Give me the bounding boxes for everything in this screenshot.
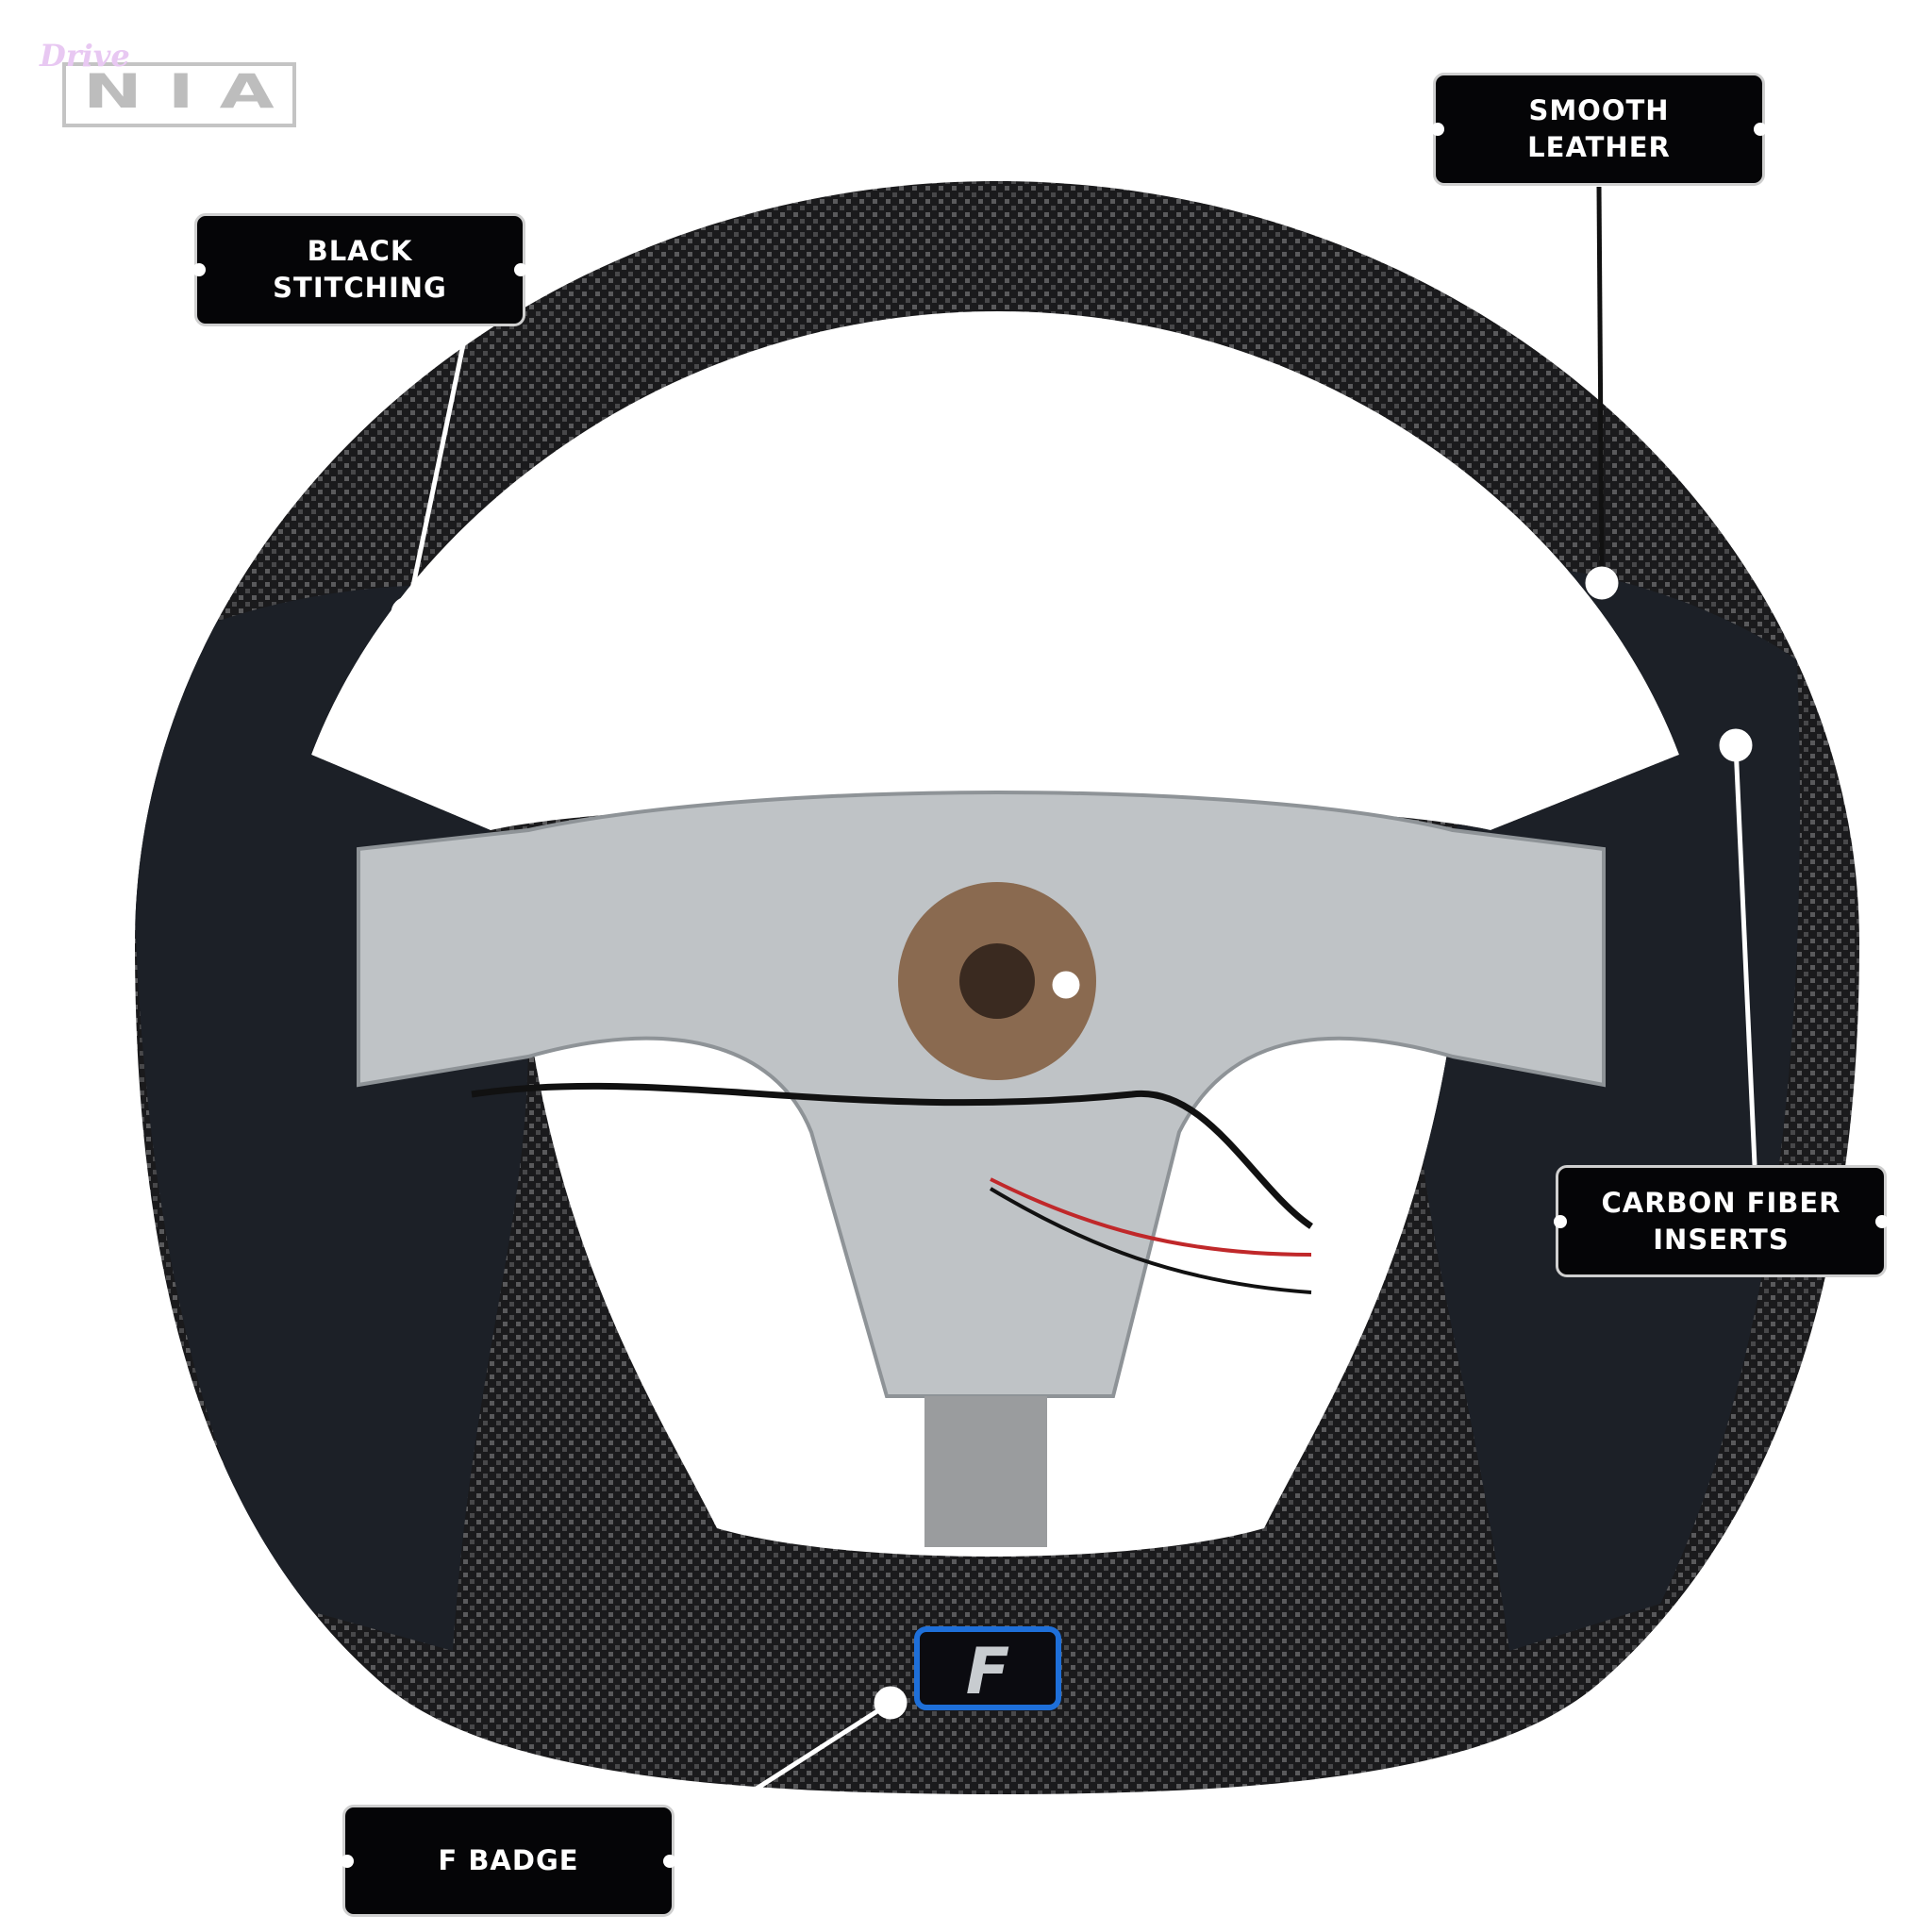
- leader-line-f-badge: [734, 1700, 892, 1805]
- leader-line-smooth-leather: [1596, 186, 1605, 584]
- callout-leaders: [391, 186, 1757, 1805]
- dot-smooth-leather: [1585, 566, 1619, 600]
- callout-smooth-leather: SMOOTH LEATHER: [1431, 73, 1767, 186]
- steering-frame: [357, 790, 1606, 1547]
- logo-script: Drive: [40, 38, 130, 74]
- logo-wordmark: NIA: [83, 64, 300, 119]
- callout-black-stitching: BLACK STITCHING: [192, 213, 527, 326]
- callout-f-badge: F BADGE: [341, 1805, 676, 1917]
- drive-nia-logo: [62, 62, 296, 127]
- dot-center-hub: [1052, 971, 1080, 999]
- wire-harness: [471, 1082, 1313, 1229]
- callout-carbon-fiber-inserts: CARBON FIBER INSERTS: [1554, 1165, 1889, 1277]
- f-badge-emblem: F: [914, 1626, 1061, 1710]
- leader-line-black-stitching: [405, 325, 470, 614]
- dot-f-badge: [874, 1686, 908, 1720]
- dot-carbon-fiber: [1719, 728, 1753, 762]
- f-badge-letter: F: [966, 1635, 1009, 1709]
- dot-black-stitching: [391, 596, 425, 630]
- leader-line-carbon-fiber: [1733, 744, 1757, 1166]
